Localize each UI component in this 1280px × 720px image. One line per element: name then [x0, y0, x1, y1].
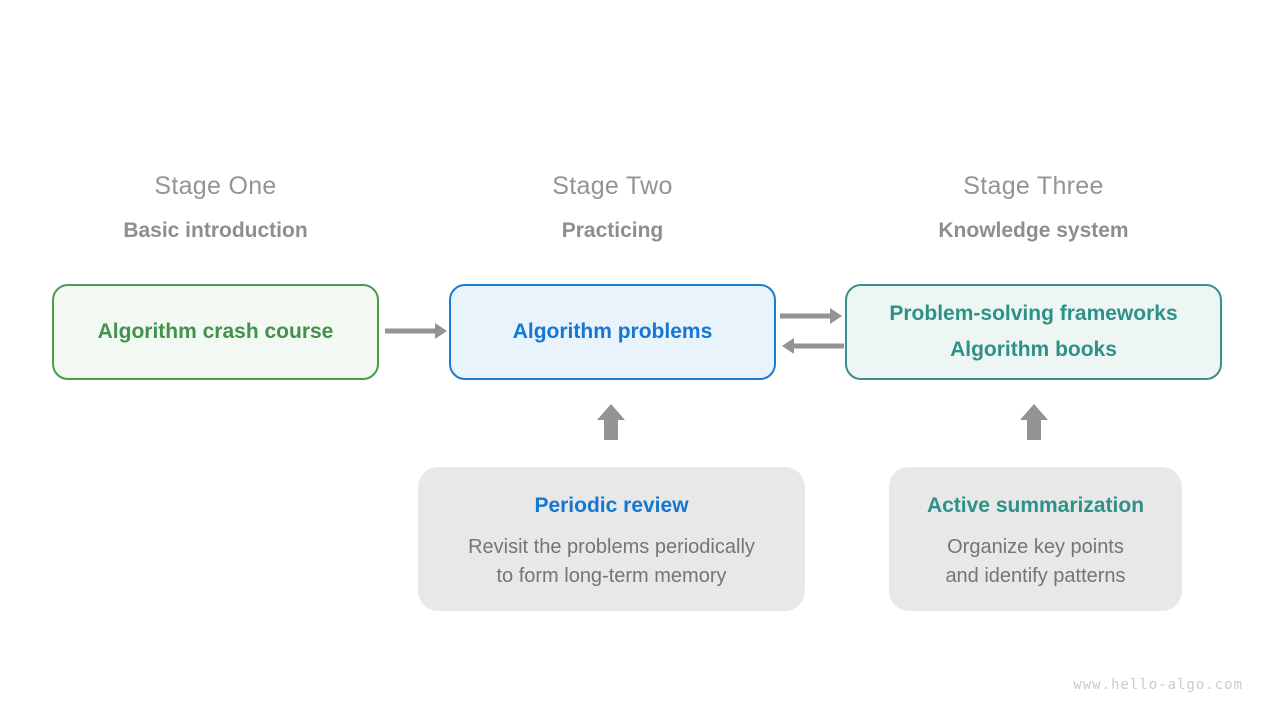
callout-title: Periodic review: [534, 494, 689, 517]
node-label: Algorithm crash course: [97, 320, 334, 343]
node-label: Algorithm books: [950, 338, 1117, 361]
callout-body-line: Revisit the problems periodically: [468, 536, 755, 558]
callout-body: Organize key points and identify pattern…: [945, 533, 1125, 591]
callout-body-line: to form long-term memory: [496, 565, 727, 587]
stage-three-title: Stage Three: [963, 172, 1104, 200]
node-knowledge-system: Problem-solving frameworks Algorithm boo…: [845, 284, 1222, 380]
callout-body-line: and identify patterns: [945, 565, 1126, 587]
callout-active-summarization: Active summarization Organize key points…: [889, 467, 1182, 611]
stage-one-subtitle: Basic introduction: [123, 219, 308, 242]
arrow-right-icon: [385, 323, 447, 339]
arrow-up-icon: [597, 404, 625, 440]
watermark: www.hello-algo.com: [1073, 677, 1243, 693]
callout-title: Active summarization: [926, 494, 1145, 517]
node-label: Problem-solving frameworks: [889, 302, 1178, 325]
stage-two-subtitle: Practicing: [561, 219, 664, 242]
callout-body: Revisit the problems periodically to for…: [468, 533, 755, 591]
node-algorithm-crash-course: Algorithm crash course: [52, 284, 379, 380]
stage-two-title: Stage Two: [552, 172, 673, 200]
stage-three-header: Stage Three Knowledge system: [845, 170, 1222, 244]
arrow-left-icon: [782, 338, 844, 354]
node-algorithm-problems: Algorithm problems: [449, 284, 776, 380]
callout-periodic-review: Periodic review Revisit the problems per…: [418, 467, 805, 611]
stage-three-subtitle: Knowledge system: [938, 219, 1129, 242]
arrow-right-icon: [780, 308, 842, 324]
arrow-up-icon: [1020, 404, 1048, 440]
stage-two-header: Stage Two Practicing: [449, 170, 776, 244]
stage-one-title: Stage One: [154, 172, 277, 200]
node-label: Algorithm problems: [512, 320, 713, 343]
stage-one-header: Stage One Basic introduction: [52, 170, 379, 244]
callout-body-line: Organize key points: [947, 536, 1124, 558]
